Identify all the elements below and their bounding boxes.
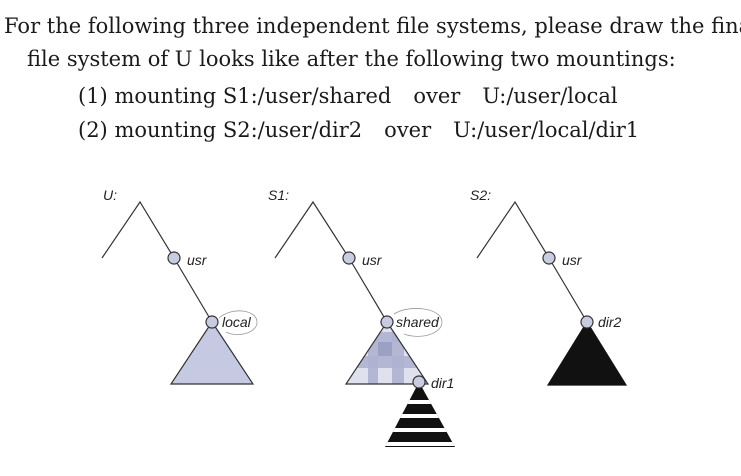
tree-s1: S1: usr shared dir1 [268, 187, 455, 447]
tree-s1-node-dir1 [412, 375, 426, 389]
mount-step-1: (1) mounting S1:/user/shared over U:/user/… [78, 83, 618, 109]
tree-s1-node-shared [380, 315, 394, 329]
tree-s2-root-branch [476, 200, 550, 259]
tree-u-root-branch [101, 200, 175, 259]
tree-u-local-label: local [222, 314, 252, 330]
tree-s1-label: S1: [268, 187, 289, 203]
mount-1-index: (1) [78, 84, 108, 108]
mount-step-2: (2) mounting S2:/user/dir2 over U:/user/lo… [78, 117, 639, 143]
tree-u-usr-label: usr [187, 252, 208, 268]
mount-1-word: over [413, 84, 461, 108]
mount-1-verb: mounting [114, 84, 217, 108]
tree-u-node-usr [167, 251, 181, 265]
tree-u-node-local [205, 315, 219, 329]
tree-s2-dir2-label: dir2 [598, 314, 622, 330]
tree-s2-dir2-subtree [546, 320, 628, 386]
tree-s1-usr-label: usr [362, 252, 383, 268]
tree-s2-label: S2: [470, 187, 491, 203]
tree-s2-edge-usr-dir2 [548, 257, 588, 323]
mount-2-verb: mounting [114, 118, 217, 142]
mount-2-target: U:/user/local/dir1 [453, 118, 640, 142]
tree-s2-node-usr [542, 251, 556, 265]
tree-s1-edge-usr-shared [348, 257, 388, 323]
mount-2-source: S2:/user/dir2 [222, 118, 363, 142]
tree-u-local-subtree [169, 320, 255, 385]
mount-2-index: (2) [78, 118, 108, 142]
question-line-1: For the following three independent file… [4, 14, 741, 38]
tree-u: U: usr local [101, 187, 258, 385]
tree-s1-shared-outline [344, 320, 430, 385]
tree-s2: S2: usr dir2 [470, 187, 628, 386]
mount-1-source: S1:/user/shared [222, 84, 392, 108]
question-line-2: file system of U looks like after the fo… [27, 47, 676, 71]
tree-u-label: U: [103, 187, 117, 203]
tree-s1-dir1-label: dir1 [431, 375, 454, 391]
tree-s1-shared-label: shared [396, 314, 440, 330]
tree-u-edge-usr-local [173, 257, 213, 323]
mount-2-word: over [384, 118, 432, 142]
tree-s2-node-dir2 [580, 315, 594, 329]
tree-s1-shared-swirl [393, 308, 443, 337]
tree-s1-root-branch [274, 200, 350, 259]
tree-s1-node-usr [342, 251, 356, 265]
tree-s2-usr-label: usr [562, 252, 583, 268]
tree-u-local-swirl [218, 310, 258, 335]
mount-1-target: U:/user/local [482, 84, 618, 108]
